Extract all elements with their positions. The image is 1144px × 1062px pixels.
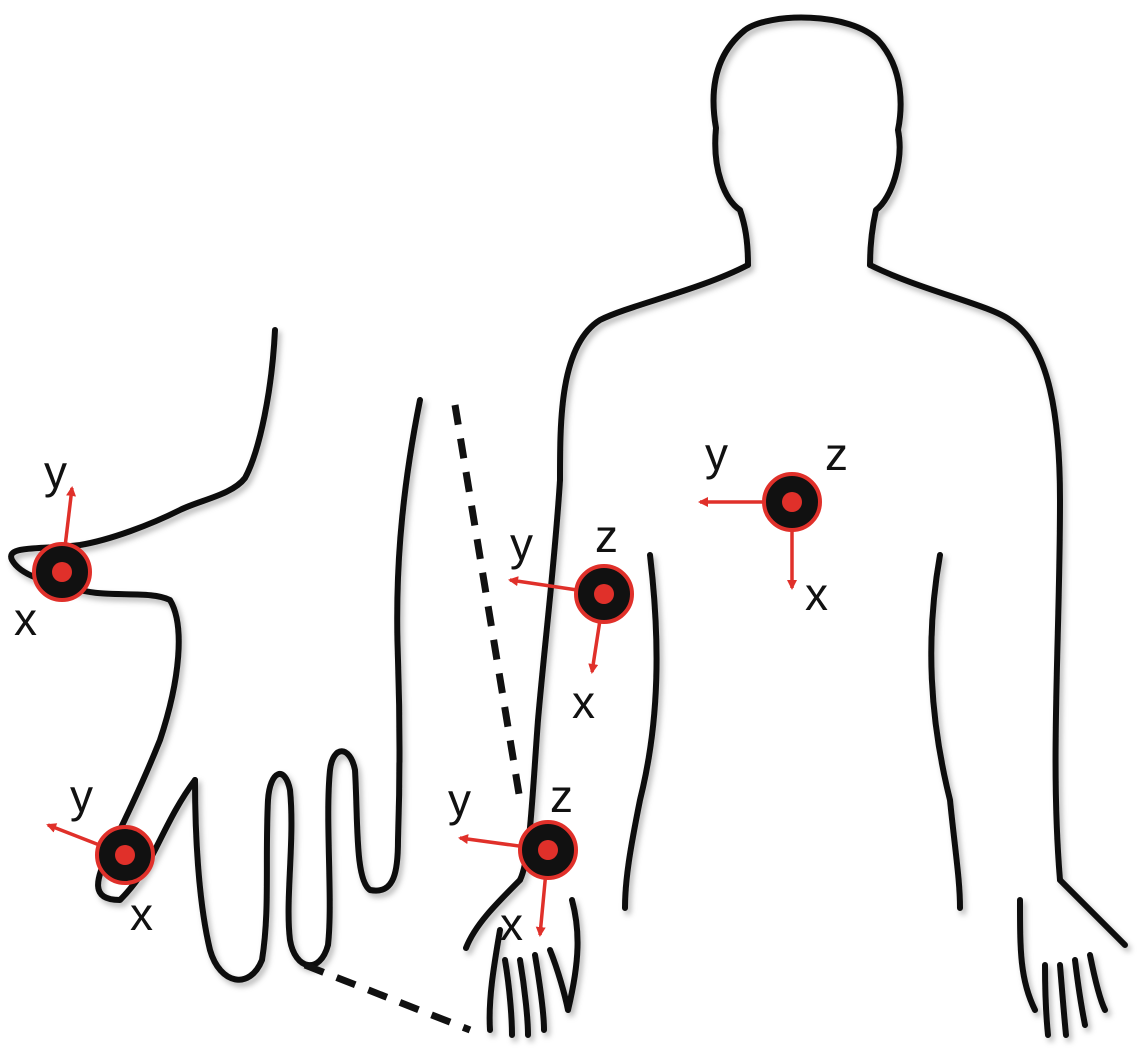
upper-arm-x-label: x [572,676,595,728]
chest-sensor-center [782,492,802,512]
hand-closeup-outline [11,330,420,980]
connector-line-top [455,405,520,800]
chest-z-label: z [825,428,848,480]
chest-y-label: y [705,428,728,480]
wrist-y-label: y [448,774,471,826]
right-hand-outline [1020,880,1125,1035]
right-inner-arm-outline [931,555,960,908]
finger-y-label: y [70,770,93,822]
chest-x-label: x [805,568,828,620]
thumb-x-label: x [14,593,37,645]
sensor-chest: y z x [700,428,848,620]
hand-closeup-fingers-outline [195,400,420,980]
wrist-x-label: x [500,898,523,950]
thumb-sensor-center [52,562,72,582]
right-shoulder-outline [870,265,1060,880]
finger-x-label: x [130,888,153,940]
upper-arm-y-label: y [510,518,533,570]
sensor-wrist: y z x [448,770,576,950]
wrist-sensor-center [538,840,558,860]
upper-arm-sensor-center [594,584,614,604]
wrist-z-label: z [550,770,573,822]
upper-arm-z-label: z [595,510,618,562]
hand-closeup-top-outline [11,330,275,900]
connector-line-bottom [305,965,470,1030]
finger-sensor-center [115,845,135,865]
head-outline [714,18,901,265]
sensor-upper-arm: y z x [510,510,632,728]
thumb-y-label: y [44,446,67,498]
